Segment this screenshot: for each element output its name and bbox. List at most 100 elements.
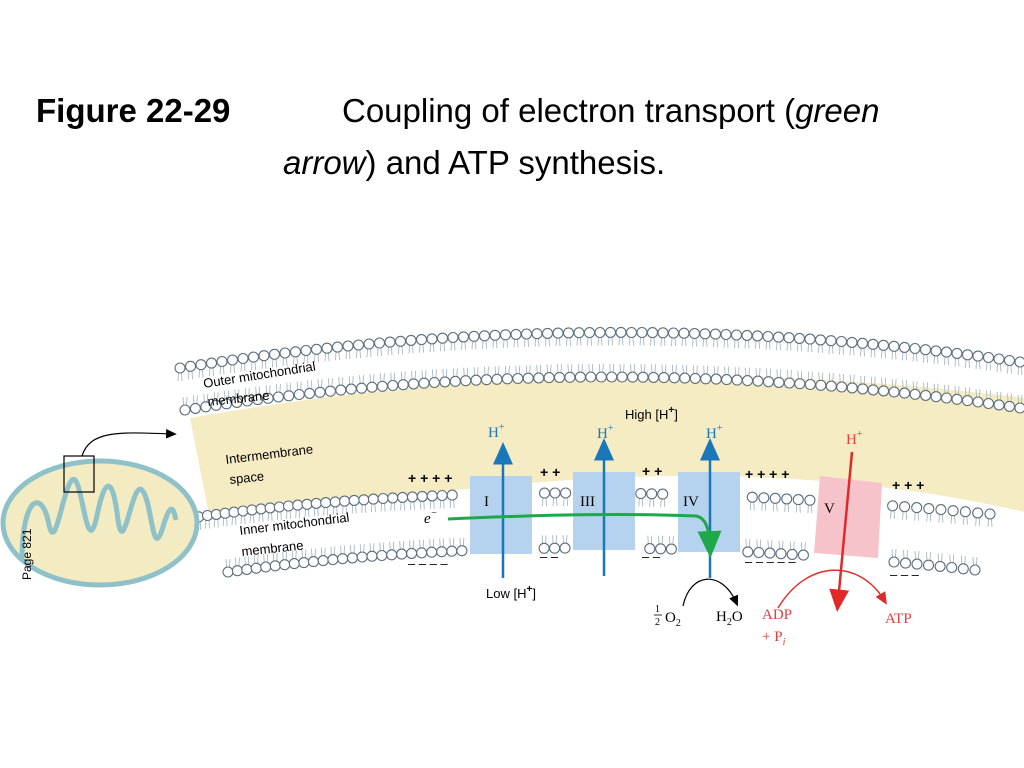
lipid-head <box>426 333 438 345</box>
lipid-head <box>282 500 295 512</box>
lipid-head <box>317 555 329 567</box>
lipid-tail <box>258 513 264 522</box>
lipid-tail <box>244 556 250 565</box>
lipid-tail <box>828 345 834 354</box>
lipid-tail <box>588 363 594 373</box>
title-text-before: Coupling of electron transport ( <box>342 92 796 129</box>
lipid-head <box>363 338 375 350</box>
lipid-tail <box>494 366 500 375</box>
lipid-tail <box>734 367 740 376</box>
lipid-tail <box>745 367 750 376</box>
lipid-head <box>746 491 758 503</box>
lipid-tail <box>629 337 634 346</box>
title-italic-green: green <box>795 92 880 129</box>
lipid-head <box>283 390 295 402</box>
lipid-head <box>752 375 764 387</box>
lipid-head <box>689 372 701 384</box>
lipid-head <box>222 566 234 578</box>
lipid-head <box>741 329 753 341</box>
lipid-head <box>468 330 480 342</box>
lipid-head <box>397 491 409 503</box>
lipid-head <box>241 395 253 407</box>
lipid-head <box>888 386 900 398</box>
lipid-tail <box>734 339 739 349</box>
lipid-tail <box>209 368 214 377</box>
lipid-head <box>961 395 974 407</box>
lipid-head <box>993 399 1005 411</box>
lipid-head <box>969 564 981 576</box>
lipid-head <box>888 556 900 568</box>
lipid-head <box>397 379 409 391</box>
lipid-head <box>356 382 368 394</box>
lipid-tail <box>649 498 655 507</box>
lipid-tail <box>314 354 319 363</box>
lipid-tail <box>986 362 991 371</box>
lipid-tail <box>304 509 310 518</box>
lipid-tail <box>235 557 240 566</box>
lipid-head <box>250 562 262 574</box>
lipid-head <box>982 397 995 410</box>
lipid-head <box>335 384 347 396</box>
lipid-tail <box>265 385 271 394</box>
lipid-head <box>940 392 953 404</box>
lipid-tail <box>330 546 336 555</box>
lipid-head <box>951 347 963 359</box>
lipid-tail <box>213 392 219 401</box>
proton-label-I: H+ <box>488 422 505 441</box>
lipid-tail <box>692 338 697 347</box>
lipid-head <box>758 492 770 504</box>
lipid-head <box>562 327 575 339</box>
lipid-head <box>470 374 482 386</box>
proton-label-IV: H+ <box>706 423 723 442</box>
lipid-head <box>205 357 218 369</box>
lipid-head <box>237 505 249 517</box>
lipid-head <box>825 335 837 347</box>
lipid-tail <box>749 502 755 511</box>
lipid-head <box>957 563 969 575</box>
lipid-head <box>637 371 649 383</box>
lipid-head <box>857 383 869 395</box>
lipid-head <box>337 553 349 565</box>
lipid-head <box>606 371 618 383</box>
lipid-tail <box>234 389 240 398</box>
lipid-head <box>972 507 984 519</box>
lipid-head <box>356 551 368 563</box>
lipid-tail <box>328 378 333 387</box>
lipid-tail <box>702 338 708 347</box>
lipid-tail <box>933 355 939 364</box>
lipid-tail <box>745 538 751 547</box>
lipid-head <box>478 330 491 342</box>
lipid-head <box>794 378 806 390</box>
lipid-tail <box>449 500 455 509</box>
lipid-head <box>387 379 399 392</box>
lipid-tail <box>293 356 298 365</box>
lipid-head <box>667 327 680 339</box>
lipid-tail <box>177 372 183 382</box>
lipid-tail <box>903 550 908 559</box>
lipid-tail <box>891 351 897 360</box>
lipid-head <box>387 492 399 504</box>
lipid-tail <box>975 361 981 370</box>
lipid-tail <box>672 364 677 373</box>
lipid-head <box>721 374 733 386</box>
lipid-head <box>376 549 388 562</box>
lipid-tail <box>542 498 547 507</box>
lipid-head <box>499 329 512 341</box>
lipid-head <box>447 331 459 344</box>
lipid-tail <box>505 365 510 374</box>
lipid-head <box>888 340 900 352</box>
lipid-head <box>961 349 974 361</box>
lipid-tail <box>724 366 729 375</box>
lipid-head <box>531 328 543 340</box>
lipid-head <box>1003 400 1016 412</box>
lipid-head <box>346 552 358 564</box>
lipid-head <box>742 546 754 558</box>
lipid-tail <box>937 553 943 562</box>
lipid-head <box>293 388 305 401</box>
lipid-tail <box>545 338 550 347</box>
lipid-tail <box>400 371 406 380</box>
lipid-tail <box>230 364 235 374</box>
lipid-head <box>731 374 743 386</box>
lipid-head <box>321 342 333 354</box>
